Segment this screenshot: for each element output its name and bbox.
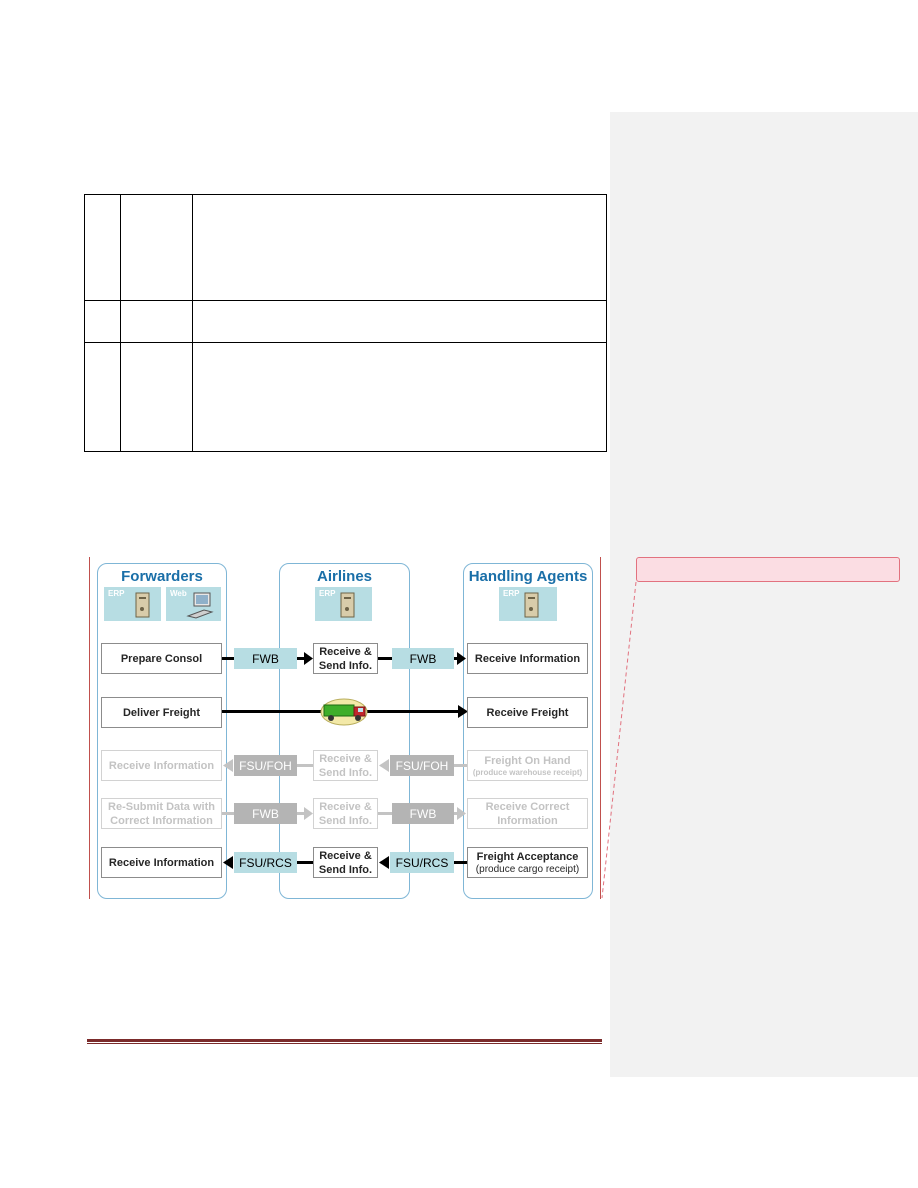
arrow-left-icon bbox=[379, 759, 389, 772]
flow-line bbox=[378, 657, 392, 660]
flow-line bbox=[297, 657, 305, 660]
step-receive-information: Receive Information bbox=[467, 643, 588, 674]
arrow-left-icon bbox=[223, 759, 233, 772]
document-table bbox=[84, 194, 607, 452]
arrow-left-icon bbox=[379, 856, 389, 869]
server-icon bbox=[524, 592, 539, 618]
erp-system-badge: ERP bbox=[104, 587, 161, 621]
step-deliver-freight: Deliver Freight bbox=[101, 697, 222, 728]
airlines-column: Airlines bbox=[279, 563, 410, 899]
comment-pane bbox=[610, 112, 918, 1077]
erp-system-badge: ERP bbox=[315, 587, 372, 621]
freight-acceptance-title: Freight Acceptance bbox=[476, 850, 579, 863]
footer-rule-thin bbox=[87, 1043, 602, 1044]
comment-connector bbox=[601, 581, 637, 899]
step-airline-relay: Receive & Send Info. bbox=[313, 750, 378, 781]
message-fwb: FWB bbox=[392, 648, 454, 669]
relay-line-2: Send Info. bbox=[318, 863, 373, 876]
step-resubmit-data: Re-Submit Data with Correct Information bbox=[101, 798, 222, 829]
step-receive-information: Receive Information bbox=[101, 750, 222, 781]
table-col-divider bbox=[120, 194, 121, 452]
freight-on-hand-title: Freight On Hand bbox=[484, 754, 571, 767]
column-title: Airlines bbox=[316, 568, 373, 585]
footer-rule bbox=[87, 1039, 602, 1042]
message-fwb: FWB bbox=[234, 803, 297, 824]
arrow-right-icon bbox=[304, 652, 313, 665]
step-prepare-consol: Prepare Consol bbox=[101, 643, 222, 674]
step-receive-correct-information: Receive Correct Information bbox=[467, 798, 588, 829]
erp-label: ERP bbox=[503, 589, 520, 598]
message-fsu-rcs: FSU/RCS bbox=[390, 852, 454, 873]
flow-line bbox=[454, 657, 458, 660]
erp-label: ERP bbox=[319, 589, 336, 598]
message-fsu-foh: FSU/FOH bbox=[234, 755, 297, 776]
freight-acceptance-note: (produce cargo receipt) bbox=[475, 863, 580, 875]
relay-line-1: Receive & bbox=[319, 800, 372, 813]
comment-balloon[interactable] bbox=[636, 557, 900, 582]
step-freight-on-hand: Freight On Hand (produce warehouse recei… bbox=[467, 750, 588, 781]
flow-line bbox=[454, 861, 467, 864]
step-receive-information: Receive Information bbox=[101, 847, 222, 878]
relay-line-1: Receive & bbox=[319, 752, 372, 765]
freight-on-hand-note: (produce warehouse receipt) bbox=[472, 767, 583, 777]
relay-line-2: Send Info. bbox=[318, 659, 373, 672]
web-system-badge: Web bbox=[166, 587, 221, 621]
flow-line bbox=[222, 657, 234, 660]
server-icon bbox=[340, 592, 355, 618]
receive-correct-line-2: Information bbox=[497, 814, 558, 827]
step-receive-freight: Receive Freight bbox=[467, 697, 588, 728]
arrow-right-icon bbox=[457, 807, 466, 820]
relay-line-2: Send Info. bbox=[318, 814, 373, 827]
erp-label: ERP bbox=[108, 589, 125, 598]
relay-line-1: Receive & bbox=[319, 849, 372, 862]
server-icon bbox=[135, 592, 150, 618]
relay-line-2: Send Info. bbox=[318, 766, 373, 779]
column-title: Forwarders bbox=[121, 568, 203, 585]
arrow-right-icon bbox=[457, 652, 466, 665]
figure-frame-left bbox=[89, 557, 90, 899]
arrow-right-icon bbox=[458, 705, 468, 718]
message-fsu-rcs: FSU/RCS bbox=[234, 852, 297, 873]
arrow-right-icon bbox=[304, 807, 313, 820]
step-freight-acceptance: Freight Acceptance (produce cargo receip… bbox=[467, 847, 588, 878]
resubmit-line-1: Re-Submit Data with bbox=[108, 800, 215, 813]
flow-line bbox=[222, 812, 234, 815]
step-airline-relay: Receive & Send Info. bbox=[313, 643, 378, 674]
truck-icon bbox=[320, 698, 368, 726]
erp-system-badge: ERP bbox=[499, 587, 557, 621]
relay-line-1: Receive & bbox=[319, 645, 372, 658]
step-airline-relay: Receive & Send Info. bbox=[313, 847, 378, 878]
flow-line bbox=[454, 764, 467, 767]
flow-line bbox=[378, 812, 392, 815]
figure-frame-right bbox=[600, 557, 601, 899]
flow-line bbox=[297, 764, 313, 767]
flow-line bbox=[297, 861, 313, 864]
step-airline-relay: Receive & Send Info. bbox=[313, 798, 378, 829]
message-fwb: FWB bbox=[392, 803, 454, 824]
table-col-divider bbox=[192, 194, 193, 452]
flow-line bbox=[454, 812, 458, 815]
resubmit-line-2: Correct Information bbox=[110, 814, 213, 827]
table-row-divider bbox=[84, 300, 607, 301]
column-title: Handling Agents bbox=[468, 568, 588, 585]
message-fsu-foh: FSU/FOH bbox=[390, 755, 454, 776]
arrow-left-icon bbox=[223, 856, 233, 869]
web-label: Web bbox=[170, 589, 187, 598]
receive-correct-line-1: Receive Correct bbox=[485, 800, 570, 813]
table-row-divider bbox=[84, 342, 607, 343]
computer-icon bbox=[186, 592, 214, 619]
message-fwb: FWB bbox=[234, 648, 297, 669]
flow-line bbox=[297, 812, 305, 815]
